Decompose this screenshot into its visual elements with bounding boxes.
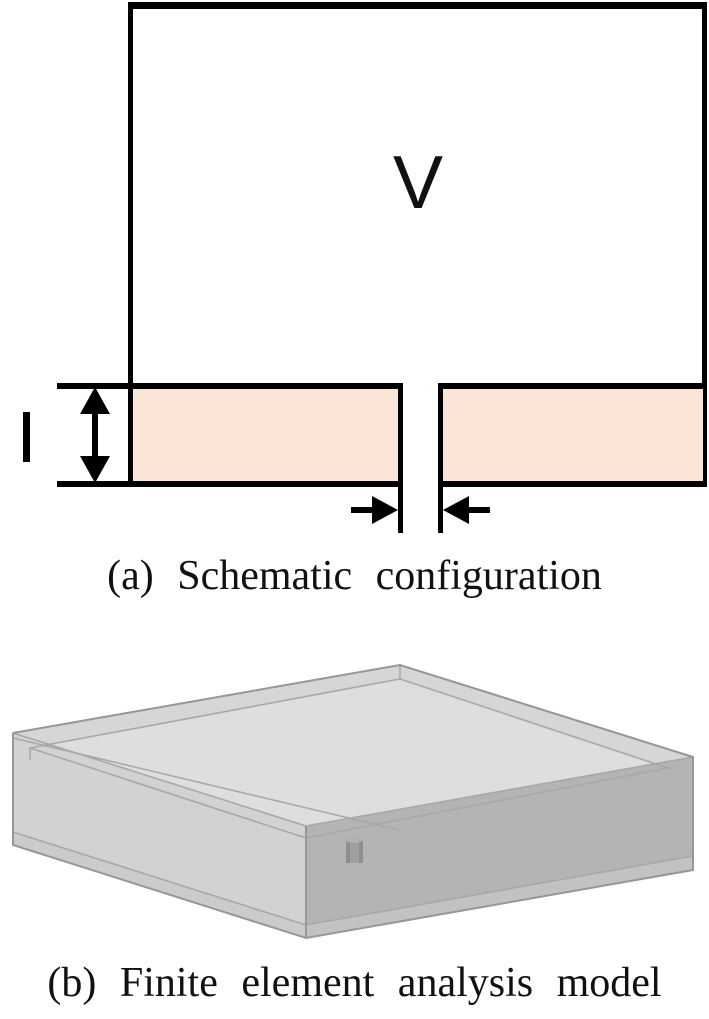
fea-model-render	[12, 663, 694, 940]
rect-top-edge	[128, 2, 707, 9]
arrowhead-left-icon	[443, 496, 469, 524]
strip-fill-left	[133, 389, 399, 481]
gap-right-line	[438, 383, 443, 533]
box-left-bottom-band	[13, 832, 306, 938]
caption-panel-b: (b) Finite element analysis model	[47, 960, 662, 1006]
voltage-label: V	[393, 140, 443, 224]
gap-left-line	[398, 383, 403, 533]
thickness-dimension-arrow	[80, 387, 110, 483]
voltage-region-outline	[128, 2, 707, 487]
strip-outline	[57, 383, 707, 487]
arrowhead-up-icon	[80, 387, 110, 414]
schematic-diagram: V	[23, 2, 707, 533]
box-right-face	[306, 757, 693, 925]
strip-bottom-line-left	[57, 481, 403, 487]
box-silhouette	[12, 663, 694, 940]
strip-top-line-left	[57, 383, 403, 389]
strip-top-line-right	[438, 383, 707, 389]
strip-fill-right	[442, 389, 703, 481]
arrowhead-down-icon	[80, 456, 110, 483]
rect-left-edge	[128, 2, 133, 487]
strip-bottom-line-right	[438, 481, 707, 487]
gap-dimension-arrow-right	[443, 496, 490, 524]
box-left-face	[13, 733, 306, 925]
box-right-bottom-band	[306, 856, 693, 938]
caption-panel-a: (a) Schematic configuration	[107, 553, 602, 599]
gap-dimension-arrow-left	[351, 496, 398, 524]
label-glyph-I	[23, 412, 30, 462]
small-feature-cylinder	[346, 837, 363, 863]
rect-right-edge	[702, 2, 707, 487]
arrowhead-right-icon	[372, 496, 398, 524]
